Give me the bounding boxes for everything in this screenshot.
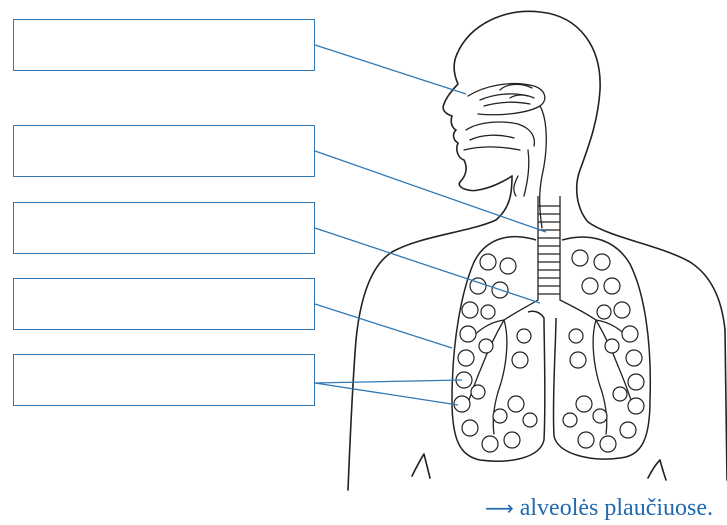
answer-box-4[interactable] [13,278,315,330]
arrow-right-icon: ⟶ [485,496,514,520]
caption: ⟶alveolės plaučiuose. [485,494,713,522]
answer-box-5[interactable] [13,354,315,406]
answer-box-1[interactable] [13,19,315,71]
leader-line-1 [315,45,466,94]
leader-lines [315,45,546,405]
leader-line-5b [315,383,458,405]
alveoli [454,250,644,452]
leader-line-4 [315,304,452,348]
leader-line-5a [315,380,462,383]
answer-box-2[interactable] [13,125,315,177]
nasal-cavity [464,84,546,228]
bronchi [466,300,634,434]
answer-box-3[interactable] [13,202,315,254]
caption-text: alveolės plaučiuose. [520,495,713,521]
trachea [538,196,560,300]
